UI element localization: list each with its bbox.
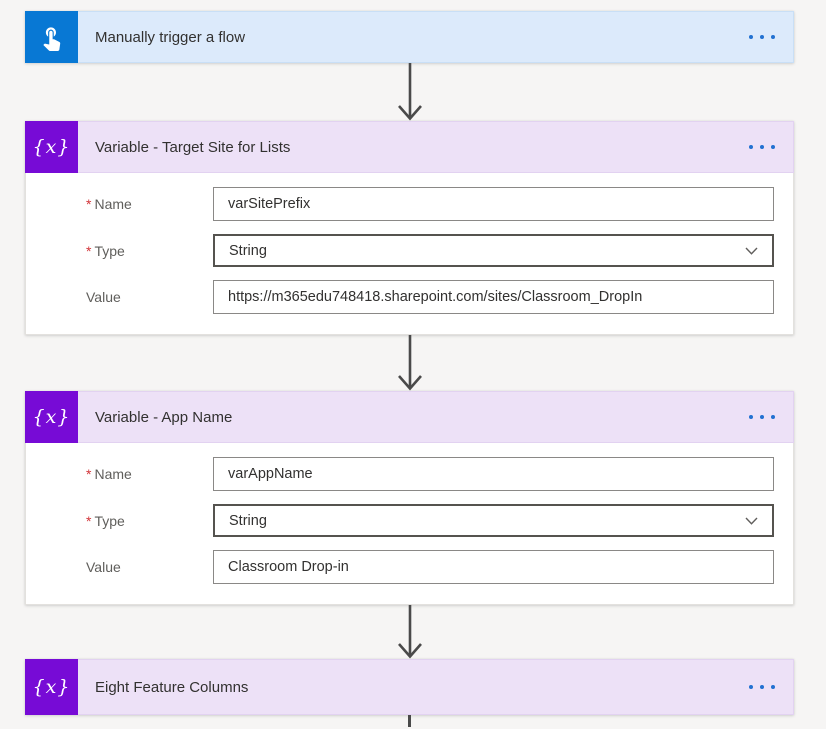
site-value-input[interactable] xyxy=(213,280,774,314)
ellipsis-icon xyxy=(749,415,753,419)
flow-connector-arrow xyxy=(25,63,794,121)
flow-connector-arrow xyxy=(25,335,794,391)
app-value-input[interactable] xyxy=(213,550,774,584)
variable-app-menu-button[interactable] xyxy=(747,409,777,425)
ellipsis-icon xyxy=(749,685,753,689)
app-name-label: *Name xyxy=(86,466,132,482)
variable-site-menu-button[interactable] xyxy=(747,139,777,155)
arrow-down-icon xyxy=(397,605,422,659)
variable-app-card-header[interactable]: Variable - App Name xyxy=(78,391,794,443)
app-name-input[interactable] xyxy=(213,457,774,491)
arrow-down-icon xyxy=(397,335,422,391)
field-row-type: *Type String xyxy=(86,234,774,267)
variable-site-card-body: *Name *Type String Value xyxy=(25,173,794,335)
trigger-menu-button[interactable] xyxy=(747,29,777,45)
site-name-input[interactable] xyxy=(213,187,774,221)
feature-columns-card-title: Eight Feature Columns xyxy=(95,678,249,696)
site-type-label: *Type xyxy=(86,242,125,259)
variable-x-icon: {x} xyxy=(25,121,78,173)
flow-column: Manually trigger a flow {x} xyxy=(25,11,794,727)
action-card-eight-feature-columns[interactable]: {x} Eight Feature Columns xyxy=(25,659,794,715)
field-row-type: *Type String xyxy=(86,504,774,537)
required-asterisk: * xyxy=(86,242,92,259)
trigger-card-header[interactable]: Manually trigger a flow xyxy=(78,11,794,63)
action-card-variable-app-name[interactable]: {x} Variable - App Name *Name xyxy=(25,391,794,605)
manual-trigger-touch-icon xyxy=(25,11,78,63)
site-name-label: *Name xyxy=(86,196,132,212)
app-type-label: *Type xyxy=(86,512,125,529)
field-row-name: *Name xyxy=(86,457,774,491)
flow-connector-line-stub xyxy=(408,715,411,727)
field-row-value: Value xyxy=(86,550,774,584)
required-asterisk: * xyxy=(86,512,92,529)
site-value-label: Value xyxy=(86,289,121,305)
flow-connector-arrow xyxy=(25,605,794,659)
variable-site-card-title: Variable - Target Site for Lists xyxy=(95,138,291,156)
site-type-dropdown[interactable]: String xyxy=(213,234,774,267)
action-card-variable-target-site[interactable]: {x} Variable - Target Site for Lists *Na… xyxy=(25,121,794,335)
chevron-down-icon xyxy=(745,247,758,255)
chevron-down-icon xyxy=(745,517,758,525)
app-type-selected-value: String xyxy=(229,512,267,529)
app-type-dropdown[interactable]: String xyxy=(213,504,774,537)
variable-x-icon: {x} xyxy=(25,659,78,715)
variable-app-card-body: *Name *Type String Value xyxy=(25,443,794,605)
required-asterisk: * xyxy=(86,196,92,212)
field-row-name: *Name xyxy=(86,187,774,221)
ellipsis-icon xyxy=(749,145,753,149)
feature-columns-card-header[interactable]: Eight Feature Columns xyxy=(78,659,794,715)
site-type-selected-value: String xyxy=(229,242,267,259)
trigger-card-manually-trigger-a-flow[interactable]: Manually trigger a flow xyxy=(25,11,794,63)
trigger-card-title: Manually trigger a flow xyxy=(95,28,246,46)
arrow-down-icon xyxy=(397,63,422,121)
app-value-label: Value xyxy=(86,559,121,575)
variable-app-card-title: Variable - App Name xyxy=(95,408,233,426)
variable-x-icon: {x} xyxy=(25,391,78,443)
variable-site-card-header[interactable]: Variable - Target Site for Lists xyxy=(78,121,794,173)
ellipsis-icon xyxy=(749,35,753,39)
required-asterisk: * xyxy=(86,466,92,482)
field-row-value: Value xyxy=(86,280,774,314)
feature-columns-menu-button[interactable] xyxy=(747,679,777,695)
